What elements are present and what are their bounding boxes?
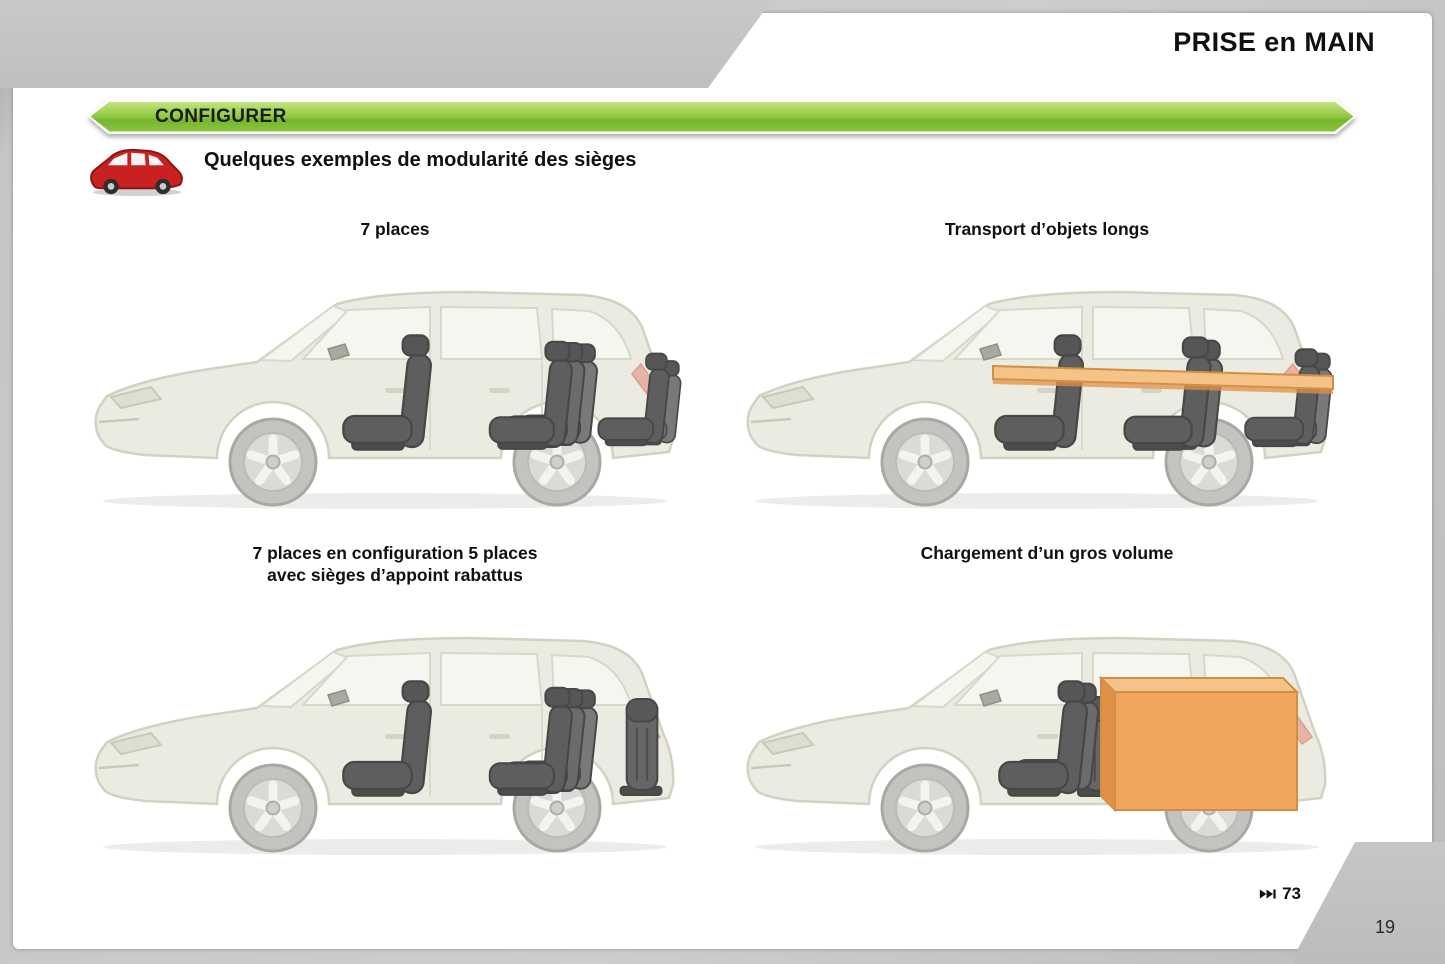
figure-5-places-config: 7 places en configuration 5 places avec …	[80, 542, 710, 862]
car-illustration-big-volume	[737, 592, 1357, 862]
chapter-title: PRISE en MAIN	[1173, 27, 1375, 57]
configure-banner: CONFIGURER	[88, 99, 1356, 134]
fast-forward-icon	[1259, 889, 1276, 899]
figure-caption: 7 places	[360, 219, 430, 239]
page-number: 19	[1374, 917, 1395, 937]
car-illustration-5-places-config	[85, 592, 705, 862]
car-illustration-long-objects	[737, 246, 1357, 516]
figure-caption: 7 places en configuration 5 places avec …	[252, 543, 538, 585]
figure-caption: Transport d’objets longs	[944, 219, 1150, 239]
figure-caption: Chargement d’un gros volume	[920, 543, 1174, 563]
top-gray-band	[0, 0, 772, 88]
section-title: Quelques exemples de modularité des sièg…	[204, 149, 637, 171]
figure-long-objects: Transport d’objets longs	[732, 218, 1362, 516]
figure-big-volume: Chargement d’un gros volume	[732, 542, 1362, 862]
car-illustration-7-places	[85, 246, 705, 516]
figure-7-places: 7 places	[80, 218, 710, 516]
car-icon	[86, 147, 188, 202]
red-minivan-icon	[90, 148, 183, 197]
banner-fill	[91, 102, 1354, 132]
figures-grid: 7 places Transport d’objets longs 7 plac…	[80, 218, 1362, 862]
page-reference: 73	[1259, 884, 1301, 904]
banner-label: CONFIGURER	[155, 105, 287, 127]
page-reference-number: 73	[1282, 884, 1301, 903]
